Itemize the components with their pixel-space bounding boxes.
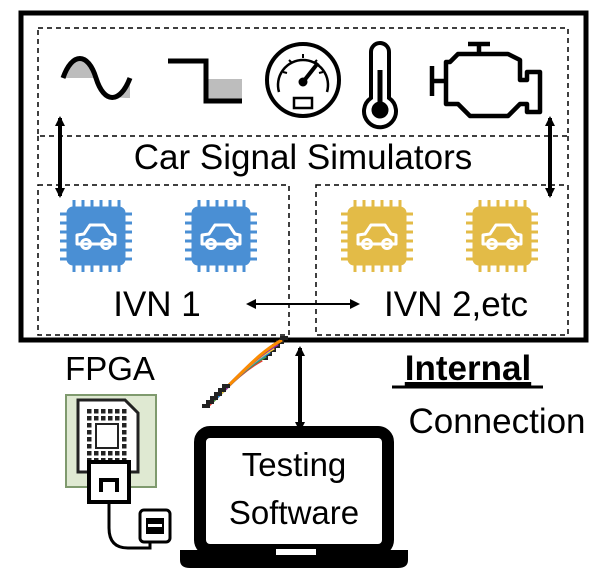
laptop-label-line1: Testing <box>242 446 347 483</box>
engine-icon <box>429 41 543 119</box>
speedometer-icon <box>265 42 341 118</box>
connection-label: Connection <box>408 402 585 441</box>
simulators-label: Car Signal Simulators <box>134 138 472 177</box>
laptop-label-line2: Software <box>229 494 359 531</box>
jumper-wires-icon <box>202 336 288 408</box>
thermometer-icon <box>362 41 398 130</box>
fpga-connector-icon <box>87 460 152 550</box>
ivn2-label: IVN 2,etc <box>384 285 528 324</box>
ethernet-port-icon <box>138 508 172 544</box>
ivn1-chip-1-icon <box>58 198 134 274</box>
fpga-label: FPGA <box>65 350 155 387</box>
simulators-label-region <box>37 136 569 181</box>
ivn1-label: IVN 1 <box>113 285 201 324</box>
ivn1-chip-2-icon <box>183 198 259 274</box>
ivn2-chip-2-icon <box>464 198 540 274</box>
internal-label: Internal <box>405 349 531 388</box>
laptop-icon <box>180 426 408 568</box>
ivn2-chip-1-icon <box>339 198 415 274</box>
ivn2-region <box>315 184 569 336</box>
ivn1-region <box>37 184 290 336</box>
simulators-region <box>37 27 569 137</box>
square-wave-icon <box>168 58 242 104</box>
system-box <box>18 10 589 343</box>
fpga-board-icon <box>65 394 157 488</box>
sine-wave-icon <box>60 56 133 100</box>
